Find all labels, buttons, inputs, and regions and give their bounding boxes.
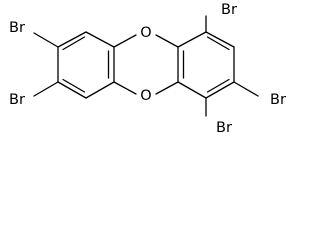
bromine-left-upper-label: Br [9, 20, 25, 36]
bond-left-ring-1 [85, 31, 115, 48]
bond-right-ring-4 [205, 81, 235, 99]
bromine-right-bottom-label: Br [216, 120, 232, 136]
bond-left-ring-4 [57, 81, 87, 99]
bromine-right-top-label: Br [221, 2, 237, 18]
bond-bottom-left-to-oxygen [113, 81, 137, 95]
oxygen-top-label: O [140, 25, 151, 41]
oxygen-bottom-label: O [140, 88, 151, 104]
bond-right-ring-5 [177, 81, 207, 99]
substituent-bonds [33, 15, 259, 117]
atom-labels: O O Br Br Br Br Br [9, 2, 286, 136]
bond-left-ring-double-2 [62, 78, 86, 93]
bond-to-br-left-lower [33, 81, 59, 97]
central-dioxin-ring [113, 34, 179, 95]
bond-to-br-left-upper [33, 32, 59, 48]
bond-top-oxygen-to-right [155, 34, 179, 48]
bond-left-ring-5 [85, 81, 115, 99]
bond-to-br-right-mid [233, 81, 259, 97]
left-benzene-ring [57, 31, 115, 99]
bromine-left-lower-label: Br [9, 92, 25, 108]
bond-right-ring-double-2 [206, 78, 230, 93]
bond-top-left-to-oxygen [113, 34, 137, 48]
bond-left-ring-2 [57, 31, 87, 48]
bond-left-ring-double-1 [62, 36, 86, 51]
bond-bottom-oxygen-to-right [155, 81, 179, 95]
bond-right-ring-1 [177, 31, 207, 48]
pentabromodibenzodioxin-structure: O O Br Br Br Br Br [9, 2, 286, 136]
bond-right-ring-double-1 [206, 36, 230, 51]
bromine-right-mid-label: Br [270, 92, 286, 108]
right-benzene-ring [177, 31, 235, 99]
bond-right-ring-2 [205, 31, 235, 48]
